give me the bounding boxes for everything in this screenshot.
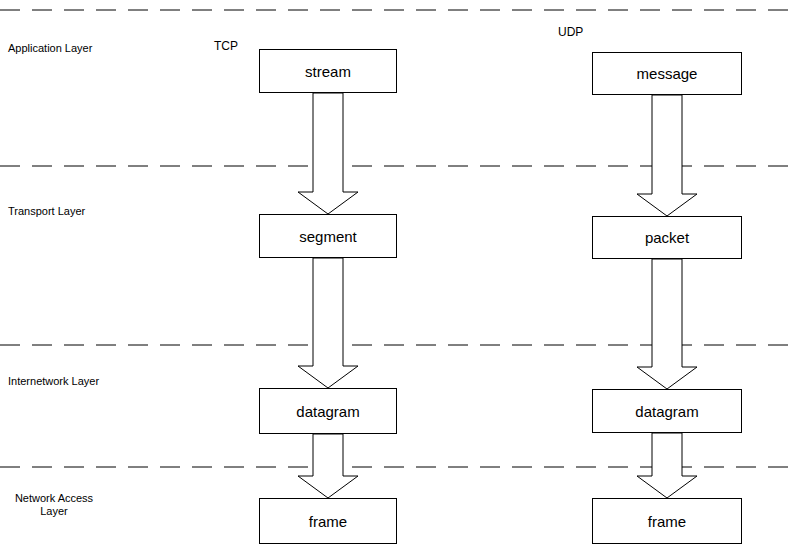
dashed-divider (0, 10, 796, 11)
block-arrow (637, 433, 697, 498)
block-arrow (298, 434, 358, 498)
layer-label: Internetwork Layer (6, 375, 101, 388)
data-unit-box: frame (592, 498, 742, 544)
data-unit-box: frame (259, 498, 397, 544)
unit-name: stream (305, 63, 351, 80)
layer-label: Network Access Layer (4, 492, 104, 518)
unit-name: packet (645, 229, 689, 246)
data-unit-box: packet (592, 216, 742, 259)
unit-name: datagram (296, 403, 359, 420)
layer-label: Application Layer (6, 42, 94, 55)
block-arrow (637, 95, 697, 216)
unit-name: frame (309, 513, 347, 530)
column-header: UDP (556, 26, 585, 39)
data-unit-box: segment (259, 214, 397, 258)
unit-name: frame (648, 513, 686, 530)
data-unit-box: datagram (259, 388, 397, 434)
unit-name: segment (299, 228, 357, 245)
block-arrow (637, 259, 697, 389)
data-unit-box: message (592, 52, 742, 95)
unit-name: message (637, 65, 698, 82)
block-arrow (298, 93, 358, 214)
column-header: TCP (212, 40, 240, 53)
data-unit-box: datagram (592, 389, 742, 433)
layer-label: Transport Layer (6, 205, 87, 218)
unit-name: datagram (635, 403, 698, 420)
data-unit-box: stream (259, 49, 397, 93)
block-arrow (298, 258, 358, 388)
